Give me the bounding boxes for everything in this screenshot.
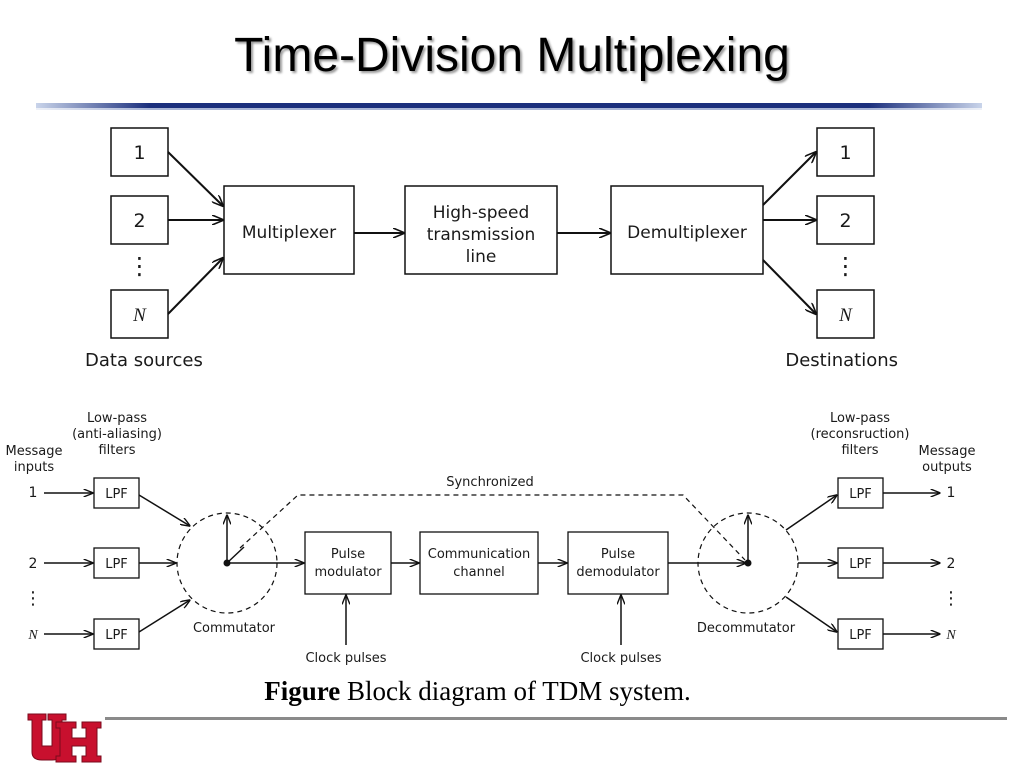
- transmission-line-label-2: transmission: [427, 225, 536, 245]
- message-inputs-header-1: Message: [6, 444, 63, 459]
- input-lpf-box-2: [93, 547, 140, 579]
- message-outputs-header-1: Message: [919, 444, 976, 459]
- transmission-line-box: [404, 185, 558, 275]
- tdm-system-diagram: Message inputs Low-pass (anti-aliasing) …: [6, 411, 976, 666]
- synchronized-label: Synchronized: [446, 475, 534, 490]
- arrow-demux-to-dest1: [762, 152, 816, 206]
- source-label-n: N: [132, 305, 147, 326]
- output-label-2: 2: [947, 556, 956, 572]
- dest-ellipsis: ⋮: [834, 252, 858, 280]
- dest-box-n: [816, 289, 875, 339]
- arrow-decommutator-to-lpf1: [785, 495, 837, 531]
- message-inputs-header-2: inputs: [14, 460, 54, 475]
- decommutator-label: Decommutator: [697, 621, 796, 636]
- communication-channel-label-1: Communication: [428, 547, 530, 562]
- arrow-demux-to-destn: [762, 259, 816, 314]
- input-lpf-label-2: LPF: [105, 557, 128, 572]
- output-lpf-label-1: LPF: [849, 487, 872, 502]
- synchronization-link: [239, 494, 746, 561]
- dest-label-n: N: [838, 305, 853, 326]
- arrow-lpf1-to-commutator: [138, 494, 190, 526]
- output-lpf-label-2: LPF: [849, 557, 872, 572]
- output-lpf-label-n: LPF: [849, 628, 872, 643]
- dest-label-1: 1: [839, 142, 851, 164]
- message-outputs-header-2: outputs: [922, 460, 972, 475]
- clock-pulses-label-mod: Clock pulses: [305, 651, 386, 666]
- commutator-arm-diagonal: [226, 546, 245, 564]
- pulse-modulator-box: [304, 531, 392, 595]
- data-sources-caption: Data sources: [85, 350, 203, 371]
- arrow-lpfn-to-commutator: [138, 600, 190, 633]
- title-underline-shadow: [36, 108, 982, 110]
- transmission-line-label-1: High-speed: [433, 203, 530, 223]
- output-label-n: N: [945, 628, 956, 643]
- mux-block-diagram: 1 2 N 1 2 N ⋮ ⋮ Multiplexer High-speed t…: [85, 127, 898, 371]
- input-filters-header-2: (anti-aliasing): [72, 427, 162, 442]
- pulse-demodulator-box: [567, 531, 669, 595]
- arrow-sourcen-to-mux: [167, 258, 223, 315]
- input-label-1: 1: [29, 485, 38, 501]
- input-lpf-label-n: LPF: [105, 628, 128, 643]
- source-label-2: 2: [133, 210, 145, 232]
- demultiplexer-box: [610, 185, 764, 275]
- clock-pulses-label-demod: Clock pulses: [580, 651, 661, 666]
- dest-box-1: [816, 127, 875, 177]
- transmission-line-label-3: line: [466, 247, 497, 267]
- communication-channel-box: [419, 531, 539, 595]
- output-filters-header-1: Low-pass: [830, 411, 890, 426]
- figure-caption-label: Figure: [264, 676, 341, 706]
- pulse-demodulator-label-2: demodulator: [576, 565, 660, 580]
- figure-caption: Figure Block diagram of TDM system.: [0, 676, 955, 707]
- output-lpf-box-n: [837, 618, 884, 650]
- source-ellipsis: ⋮: [128, 252, 152, 280]
- output-filters-header-2: (reconsruction): [811, 427, 910, 442]
- commutator-label: Commutator: [193, 621, 276, 636]
- output-ellipsis: ⋮: [942, 588, 960, 609]
- input-label-n: N: [27, 628, 38, 643]
- title-underline: [36, 103, 982, 108]
- dest-label-2: 2: [839, 210, 851, 232]
- arrow-decommutator-to-lpfn: [785, 596, 837, 632]
- input-filters-header-1: Low-pass: [87, 411, 147, 426]
- pulse-modulator-label-2: modulator: [314, 565, 382, 580]
- input-lpf-box-n: [93, 618, 140, 650]
- arrow-source1-to-mux: [167, 151, 223, 206]
- footer-rule: [105, 717, 1007, 720]
- pulse-demodulator-label-1: Pulse: [601, 547, 635, 562]
- input-lpf-box-1: [93, 477, 140, 509]
- input-label-2: 2: [29, 556, 38, 572]
- output-filters-header-3: filters: [841, 443, 878, 458]
- demultiplexer-label: Demultiplexer: [627, 223, 747, 243]
- dest-box-2: [816, 195, 875, 245]
- input-filters-header-3: filters: [98, 443, 135, 458]
- source-box-2: [110, 195, 169, 245]
- communication-channel-label-2: channel: [453, 565, 504, 580]
- multiplexer-label: Multiplexer: [242, 223, 336, 243]
- pulse-modulator-label-1: Pulse: [331, 547, 365, 562]
- output-label-1: 1: [947, 485, 956, 501]
- figure-caption-text: Block diagram of TDM system.: [340, 676, 691, 706]
- uh-logo: UH: [27, 713, 102, 763]
- input-ellipsis: ⋮: [24, 588, 42, 609]
- multiplexer-box: [223, 185, 355, 275]
- source-box-1: [110, 127, 169, 177]
- destinations-caption: Destinations: [785, 350, 898, 371]
- input-lpf-label-1: LPF: [105, 487, 128, 502]
- slide-title: Time-Division Multiplexing: [234, 29, 790, 82]
- source-box-n: [110, 289, 169, 339]
- source-label-1: 1: [133, 142, 145, 164]
